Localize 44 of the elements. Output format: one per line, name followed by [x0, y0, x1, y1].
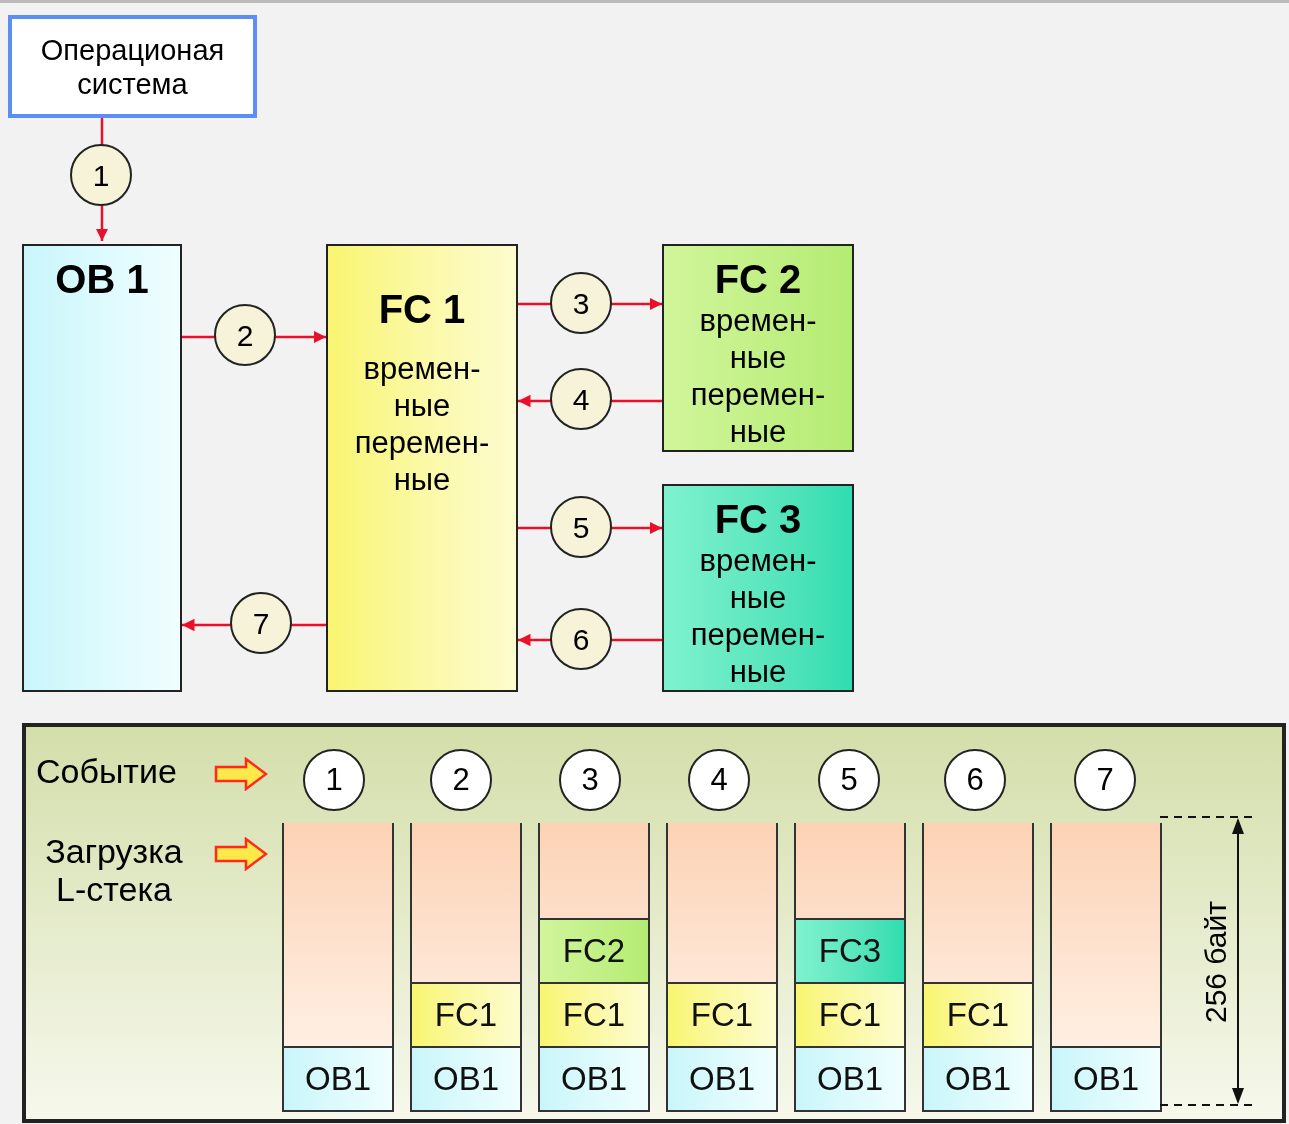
stack-cell: OB1 [924, 1046, 1032, 1110]
stack-cell: FC1 [796, 982, 904, 1046]
stack-column [410, 823, 522, 1112]
stack-column [538, 823, 650, 1112]
block-text: времен-ные перемен-ные [353, 350, 491, 498]
stack-cell: FC1 [668, 982, 776, 1046]
block-title: FC 1 [378, 286, 466, 332]
stack-cell: OB1 [668, 1046, 776, 1110]
stack-column [1050, 823, 1162, 1112]
edge-label: 6 [550, 608, 612, 670]
row-label: Загрузка L-стека [44, 832, 184, 908]
edge-label: 4 [550, 368, 612, 430]
stack-cell: OB1 [412, 1046, 520, 1110]
stack-cell: FC1 [924, 982, 1032, 1046]
stack-cell: FC3 [796, 918, 904, 982]
stack-panel [22, 723, 1286, 1123]
stack-column [922, 823, 1034, 1112]
dimension-label: 256 байт [1199, 900, 1234, 1024]
edge-label: 1 [70, 144, 132, 206]
block-text: времен-ные перемен-ные [689, 542, 827, 690]
edge-label: 2 [214, 304, 276, 366]
edge-label: 5 [550, 496, 612, 558]
stack-column [282, 823, 394, 1112]
block-title: FC 2 [714, 256, 802, 302]
stack-column [794, 823, 906, 1112]
edge-label: 3 [550, 272, 612, 334]
stack-cell: OB1 [796, 1046, 904, 1110]
block-box [662, 484, 854, 692]
row-label: Событие [36, 752, 177, 790]
stack-cell: OB1 [284, 1046, 392, 1110]
system-box: Операционая система [8, 15, 257, 118]
edge-label: 7 [230, 592, 292, 654]
stack-cell: FC1 [412, 982, 520, 1046]
stack-cell: OB1 [1052, 1046, 1160, 1110]
block-box [22, 244, 182, 692]
block-box [662, 244, 854, 452]
stack-column [666, 823, 778, 1112]
stack-cell: OB1 [540, 1046, 648, 1110]
stack-cell: FC2 [540, 918, 648, 982]
stack-cell: FC1 [540, 982, 648, 1046]
block-title: OB 1 [55, 256, 149, 302]
block-text: времен-ные перемен-ные [689, 302, 827, 450]
block-box [326, 244, 518, 692]
block-title: FC 3 [714, 496, 802, 542]
